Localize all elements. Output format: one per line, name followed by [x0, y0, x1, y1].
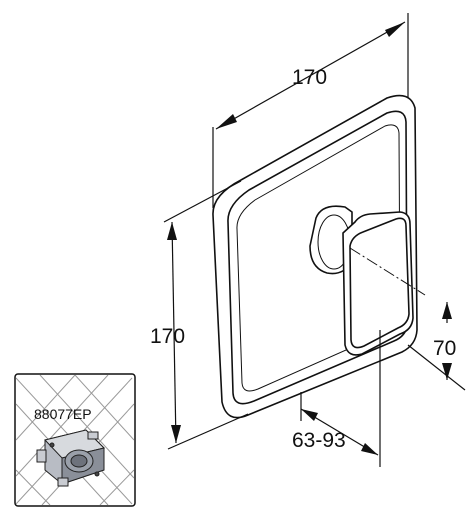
handle-offset-dimension-label: 70 — [433, 337, 456, 360]
handle-offset-dimension — [407, 302, 466, 391]
projection-dimension — [300, 330, 381, 467]
projection-arrowhead-wall — [301, 409, 318, 421]
height-extension-bottom — [167, 413, 249, 450]
height-dimension-line — [171, 221, 177, 444]
projection-arrowhead-handle — [361, 443, 378, 455]
projection-dimension-label: 63-93 — [292, 429, 346, 452]
concealed-valve-body-icon — [36, 429, 105, 487]
height-arrowhead-bottom — [171, 425, 181, 443]
width-dimension-label: 170 — [292, 66, 327, 89]
handle-centerline — [349, 247, 426, 296]
mixer-handle — [309, 205, 414, 356]
handle-lever-front — [349, 217, 410, 349]
height-dimension-label: 170 — [150, 325, 185, 348]
height-dimension — [163, 180, 249, 450]
handle-offset-arrowhead-top — [442, 302, 452, 319]
inset-panel: 88077EP — [14, 373, 136, 507]
width-arrowhead-left — [216, 114, 237, 129]
width-dimension — [212, 13, 409, 208]
handle-offset-extension-bottom — [407, 344, 466, 391]
width-arrowhead-right — [385, 22, 405, 37]
height-arrowhead-top — [167, 222, 177, 240]
height-extension-top — [163, 180, 242, 223]
part-number-label: 88077EP — [34, 406, 92, 422]
handle-offset-arrowhead-bottom — [442, 363, 452, 380]
width-dimension-line — [215, 21, 406, 130]
